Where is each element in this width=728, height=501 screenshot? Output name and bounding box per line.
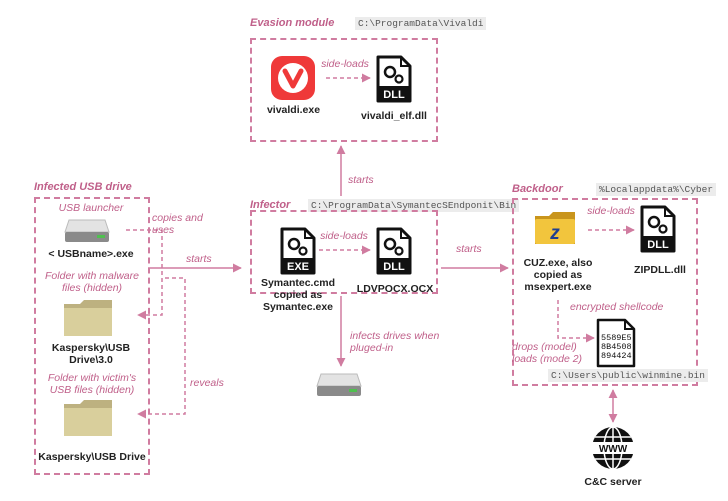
dll-file-icon: DLL xyxy=(640,205,676,258)
vivaldi-icon xyxy=(270,55,316,106)
dll-file-icon: DLL xyxy=(376,55,412,108)
edge-starts-usb-label: starts xyxy=(186,253,212,265)
symantec-exe-label: Symantec.cmd copied as Symantec.exe xyxy=(260,277,336,313)
edge-starts-up-label: starts xyxy=(348,174,374,186)
cnc-server-label: C&C server xyxy=(584,476,642,488)
globe-icon-text: WWW xyxy=(599,444,628,455)
dll-file-icon: DLL xyxy=(376,227,412,280)
arrow-reveals xyxy=(137,277,186,419)
usb-folder1-label: Kaspersky\USB Drive\3.0 xyxy=(51,342,131,366)
bin-path: C:\Users\public\winmine.bin xyxy=(548,369,708,382)
evasion-title: Evasion module xyxy=(250,17,335,29)
usb-folder1-caption: Folder with malware files (hidden) xyxy=(45,270,139,294)
evasion-module-box xyxy=(250,38,438,142)
usb-launcher-caption: USB launcher xyxy=(58,202,124,214)
usb-drive-icon xyxy=(315,372,363,403)
infector-title: Infector xyxy=(250,199,291,211)
backdoor-title: Backdoor xyxy=(512,183,563,195)
hex-line: 5589E5 xyxy=(601,333,632,343)
arrow-copies-and-uses xyxy=(126,229,163,320)
winzip-icon: z xyxy=(533,210,577,251)
folder-icon xyxy=(62,398,114,443)
exe-file-icon: EXE xyxy=(280,227,316,280)
usb-drive-box xyxy=(34,197,150,475)
edge-reveals-label: reveals xyxy=(190,377,224,389)
infector-box xyxy=(250,210,438,294)
backdoor-path: %Localappdata%\Cyber xyxy=(596,183,717,196)
vivaldi-exe-label: vivaldi.exe xyxy=(266,104,321,116)
dll-icon-text: DLL xyxy=(647,239,669,251)
winzip-icon-letter: z xyxy=(549,223,560,244)
dll-icon-text: DLL xyxy=(383,89,405,101)
bin-file-icon: 5589E5 8B4508 894424 xyxy=(596,318,636,373)
hex-line: 894424 xyxy=(601,351,632,361)
infector-sideloads-label: side-loads xyxy=(320,230,368,242)
backdoor-box xyxy=(512,198,698,386)
usb-launcher-label: < USBname>.exe xyxy=(48,248,134,260)
evasion-path: C:\ProgramData\Vivaldi xyxy=(355,17,487,30)
backdoor-sideloads-label: side-loads xyxy=(587,205,635,217)
dll-icon-text: DLL xyxy=(383,261,405,273)
ldvpocx-ocx-label: LDVPOCX.OCX xyxy=(356,283,434,295)
infector-path: C:\ProgramData\SymantecSEndponit\Bin xyxy=(308,199,520,212)
zipdll-dll-label: ZIPDLL.dll xyxy=(634,264,686,276)
shellcode-caption: encrypted shellcode xyxy=(570,301,664,313)
usb-drive-icon xyxy=(63,218,111,249)
edge-starts-right-label: starts xyxy=(456,243,482,255)
edge-infects-drives-label: infects drives when pluged-in xyxy=(350,330,440,354)
globe-icon: WWW xyxy=(590,425,636,476)
evasion-sideloads-label: side-loads xyxy=(321,58,369,70)
edge-copies-and-uses-label: copies and uses xyxy=(152,212,203,236)
hex-line: 8B4508 xyxy=(601,342,632,352)
arrow-shellcode xyxy=(557,300,595,343)
drops-loads-caption: drops (model) loads (mode 2) xyxy=(512,341,583,365)
folder-icon xyxy=(62,298,114,343)
usb-folder2-caption: Folder with victim's USB files (hidden) xyxy=(47,372,137,396)
usb-title: Infected USB drive xyxy=(34,181,132,193)
exe-icon-text: EXE xyxy=(287,261,309,273)
vivaldi-elf-dll-label: vivaldi_elf.dll xyxy=(361,110,427,122)
cuz-exe-label: CUZ.exe, also copied as msexpert.exe xyxy=(523,257,593,293)
usb-folder2-label: Kaspersky\USB Drive xyxy=(38,451,146,463)
